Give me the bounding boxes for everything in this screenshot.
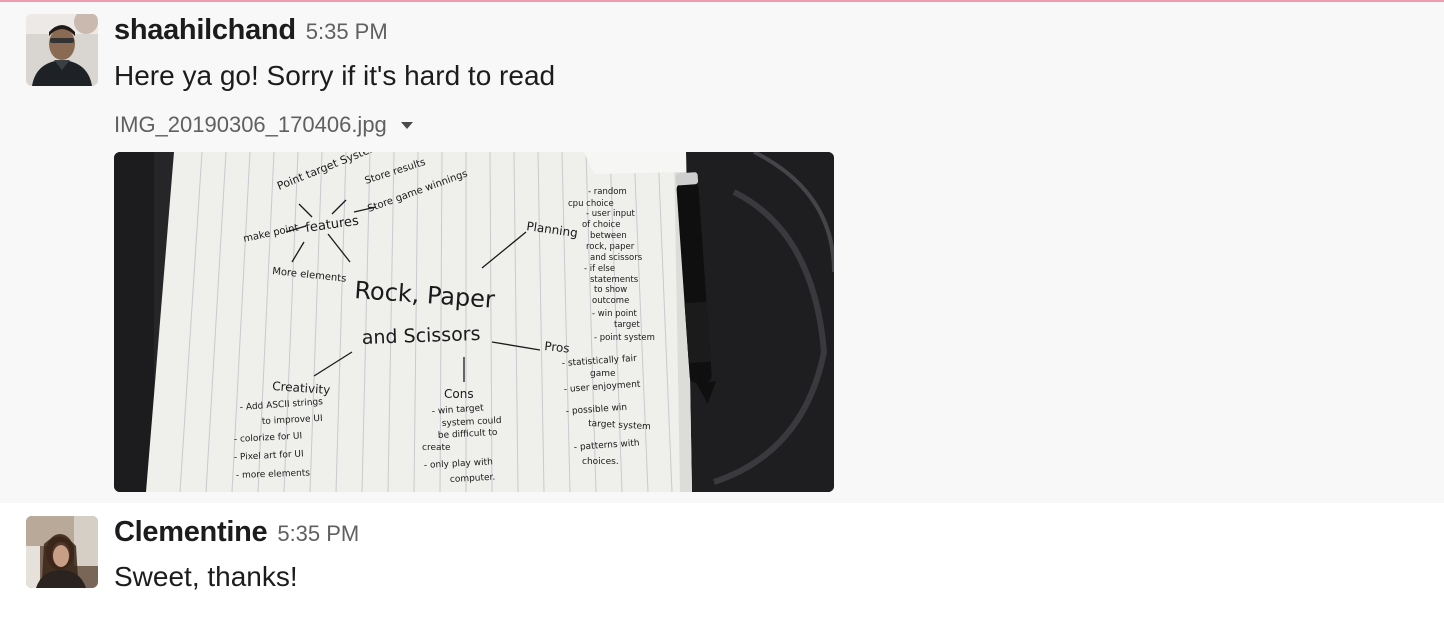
note-pros-item: - possible win [566,403,628,417]
chevron-down-icon[interactable] [400,121,413,129]
message-header: shaahilchand 5:35 PM [114,14,388,47]
note-cons-item: - win target [432,403,485,417]
note-creativity-item: - Pixel art for UI [234,449,304,463]
message-timestamp[interactable]: 5:35 PM [277,521,360,546]
note-planning-item: of choice [582,220,620,230]
note-planning-item: - random [588,187,627,197]
note-cons-item: computer. [450,473,496,485]
note-center-line: and Scissors [361,323,480,349]
message-item[interactable]: Clementine 5:35 PM Sweet, thanks! [0,503,1444,624]
sender-name[interactable]: Clementine [114,516,268,548]
unread-divider-line [0,0,1444,2]
note-pros-item: game [590,369,616,379]
note-pros-title: Pros [544,339,571,356]
message-header: Clementine 5:35 PM [114,516,359,549]
attachment-filename-row[interactable]: IMG_20190306_170406.jpg [114,112,413,138]
note-cons-item: be difficult to [438,428,499,441]
note-pros-item: choices. [582,457,619,467]
note-pros-item: target system [588,419,651,432]
note-features-title: features [304,214,359,236]
message-item[interactable]: shaahilchand 5:35 PM Here ya go! Sorry i… [0,2,1444,503]
note-creativity-item: - colorize for UI [234,431,303,445]
note-creativity-item: to improve UI [262,414,323,427]
note-cons-item: create [422,443,451,453]
note-planning-item: and scissors [590,253,643,263]
note-planning-item: between [590,231,627,241]
note-creativity-item: - more elements [236,468,311,481]
avatar[interactable] [26,516,98,588]
sender-name[interactable]: shaahilchand [114,14,296,46]
note-planning-item: target [614,320,641,330]
note-planning-item: - point system [594,333,655,343]
message-timestamp[interactable]: 5:35 PM [305,19,388,44]
note-planning-item: rock, paper [586,242,635,252]
note-cons-item: system could [442,416,502,429]
avatar[interactable] [26,14,98,86]
note-planning-item: statements [590,275,639,285]
note-cons-title: Cons [444,387,474,401]
message-text: Sweet, thanks! [114,561,298,592]
note-planning-item: - if else [584,264,615,274]
note-planning-item: to show [594,285,627,295]
note-pros-item: - patterns with [574,438,640,453]
note-planning-item: - win point [592,309,638,319]
attachment-filename[interactable]: IMG_20190306_170406.jpg [114,112,387,137]
note-creativity-title: Creativity [272,379,331,397]
message-text: Here ya go! Sorry if it's hard to read [114,60,556,91]
note-planning-item: outcome [592,296,629,306]
note-planning-item: cpu choice [568,199,614,209]
attachment-image[interactable]: Point target System Store results Store … [114,152,834,492]
note-cons-item: - only play with [424,457,493,471]
note-planning-item: - user input [586,209,636,219]
